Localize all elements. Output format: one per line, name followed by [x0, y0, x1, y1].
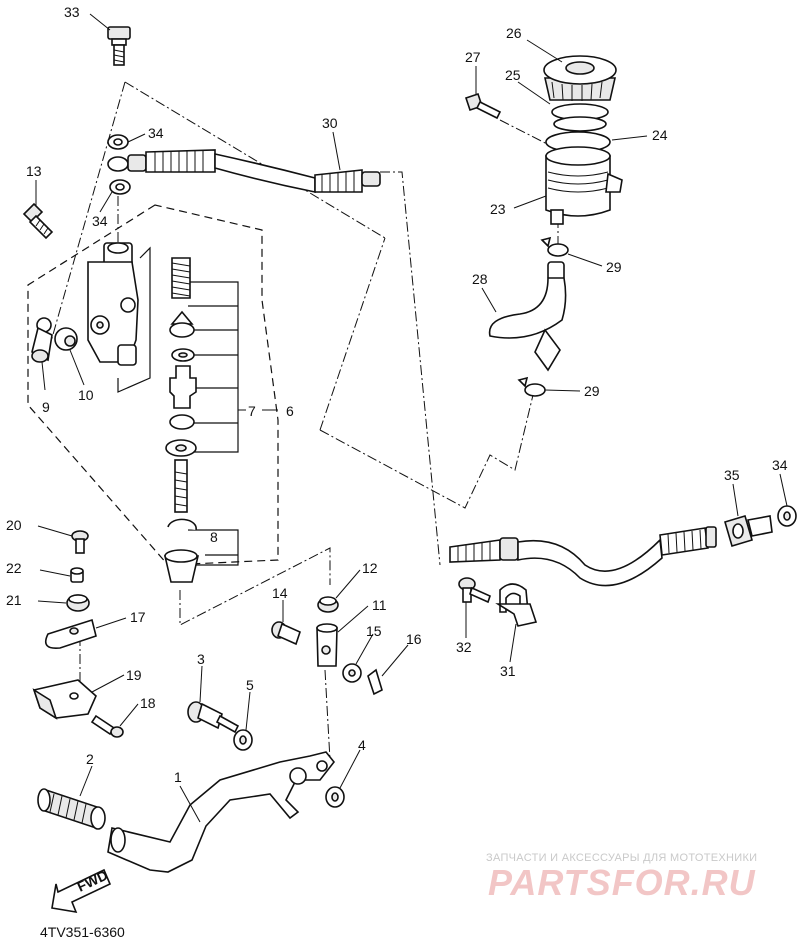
washer-15 [342, 663, 362, 683]
footpeg-rubber-2 [37, 788, 106, 830]
callout-labels: 33 34 34 13 9 10 7 6 8 30 26 27 25 24 23… [6, 4, 788, 785]
callout-3: 3 [197, 651, 205, 667]
callout-18: 18 [140, 695, 156, 711]
brake-hose-rear [449, 526, 717, 587]
pin-14 [271, 621, 301, 646]
elbow-fitting-9 [31, 317, 53, 363]
routing-line-bottom [179, 547, 331, 626]
bracket-8 [188, 529, 239, 566]
circlip-boot-8 [163, 518, 200, 583]
callout-21: 21 [6, 592, 22, 608]
brake-hose-30 [107, 149, 381, 193]
callout-30: 30 [322, 115, 338, 131]
bolt-32 [458, 577, 491, 604]
callout-17: 17 [130, 609, 146, 625]
piston-kit-7 [165, 257, 197, 513]
hose-clamp-29-bottom [517, 376, 546, 397]
callout-2: 2 [86, 751, 94, 767]
collar-22 [70, 567, 84, 583]
callout-4: 4 [358, 737, 366, 753]
washer-4 [325, 786, 345, 808]
union-bolt-35 [724, 515, 773, 547]
hose-clamp-31 [495, 583, 538, 627]
watermark-subtitle: ЗАПЧАСТИ И АКСЕССУАРЫ ДЛЯ МОТОТЕХНИКИ [486, 852, 758, 864]
callout-16: 16 [406, 631, 422, 647]
callout-9: 9 [42, 399, 50, 415]
reservoir-hose-28 [488, 261, 567, 372]
cotter-pin-16 [367, 668, 383, 696]
callout-34: 34 [772, 457, 788, 473]
watermark-logo: PARTSFOR.RU [488, 862, 756, 903]
callout-34: 34 [148, 125, 164, 141]
callout-14: 14 [272, 585, 288, 601]
grommet-21 [66, 594, 90, 612]
diaphragm-plate-25 [551, 103, 609, 132]
routing-line-hose [319, 237, 386, 431]
clevis-11 [316, 623, 338, 667]
brake-pedal-1 [107, 751, 336, 873]
callout-31: 31 [500, 663, 516, 679]
callout-11: 11 [372, 597, 387, 613]
nut-12 [317, 596, 339, 613]
callout-1: 1 [174, 769, 182, 785]
callout-29: 29 [606, 259, 622, 275]
bolt-13 [22, 202, 54, 240]
screw-18 [90, 714, 124, 738]
callout-24: 24 [652, 127, 668, 143]
callout-6: 6 [286, 403, 294, 419]
callout-10: 10 [78, 387, 94, 403]
callout-5: 5 [246, 677, 254, 693]
callout-29: 29 [584, 383, 600, 399]
callout-15: 15 [366, 623, 382, 639]
drawing-code: 4TV351-6360 [40, 924, 125, 940]
callout-13: 13 [26, 163, 42, 179]
routing-line-right [380, 171, 441, 566]
callout-23: 23 [490, 201, 506, 217]
callout-34: 34 [92, 213, 108, 229]
forward-arrow-icon: FWD [51, 867, 112, 914]
bracket-19 [32, 679, 97, 720]
callout-25: 25 [505, 67, 521, 83]
callout-19: 19 [126, 667, 142, 683]
leader-lines [35, 13, 788, 823]
boot-10 [54, 327, 78, 351]
master-cylinder-body [87, 242, 139, 366]
washer-34-right [777, 505, 797, 527]
bolt-20 [71, 530, 89, 554]
hose-clamp-29-top [540, 236, 569, 257]
reservoir-tank-23 [545, 146, 623, 225]
callout-28: 28 [472, 271, 488, 287]
callout-32: 32 [456, 639, 472, 655]
routing-line-zigzag [319, 394, 534, 509]
callout-22: 22 [6, 560, 22, 576]
callout-27: 27 [465, 49, 481, 65]
callout-26: 26 [506, 25, 522, 41]
bolt-33 [107, 26, 131, 66]
callout-12: 12 [362, 560, 378, 576]
callout-8: 8 [210, 529, 218, 545]
bracket-7 [188, 281, 239, 453]
washer-5 [233, 729, 253, 751]
routing-line-rod [324, 669, 331, 761]
bracket-cyl [117, 246, 151, 393]
reservoir-cap-26 [543, 55, 617, 101]
callout-20: 20 [6, 517, 22, 533]
callout-33: 33 [64, 4, 80, 20]
routing-line-left [49, 81, 126, 346]
assembly-boundary [27, 204, 279, 566]
hose-guide-17 [44, 618, 97, 650]
callout-7: 7 [248, 403, 256, 419]
routing-line-top [124, 81, 386, 239]
callout-35: 35 [724, 467, 740, 483]
bolt-3 [187, 701, 240, 734]
bolt-27 [464, 92, 502, 120]
